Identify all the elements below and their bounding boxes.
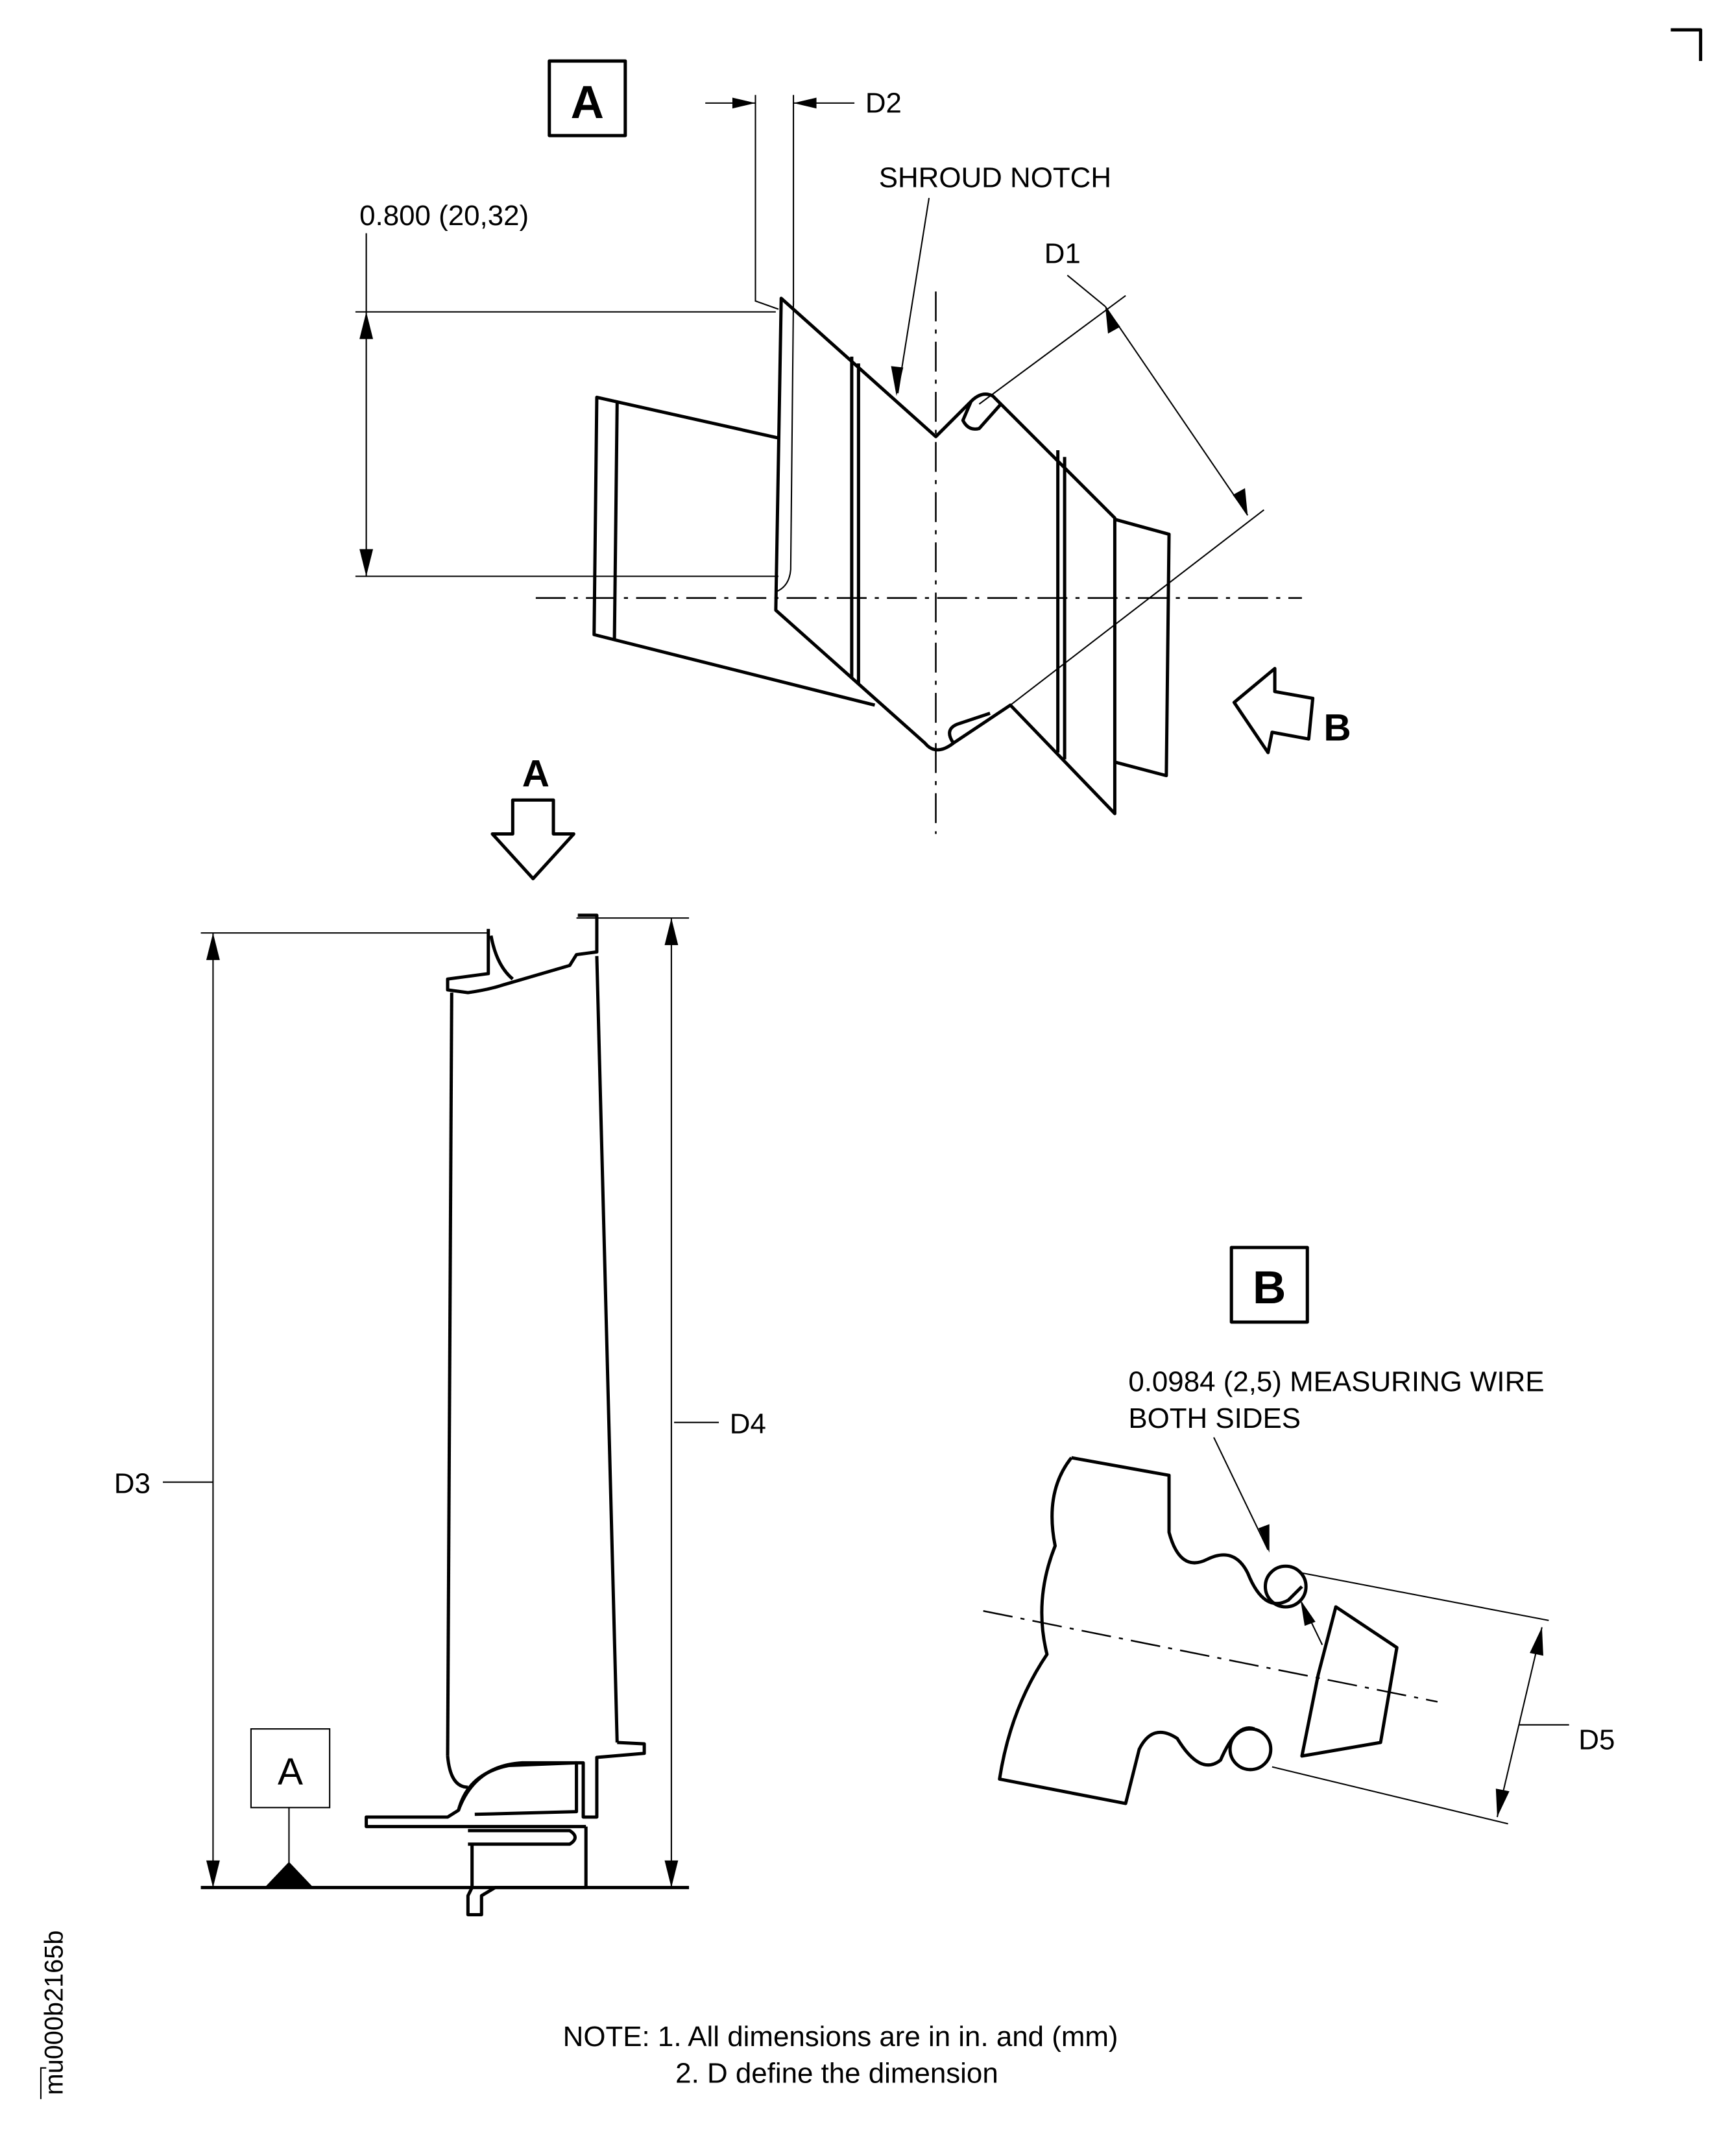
shroud-body xyxy=(774,296,1116,815)
dimension-d1-label: D1 xyxy=(1044,238,1081,270)
platform-pocket xyxy=(457,1761,579,1816)
dimension-d1-line xyxy=(1104,306,1249,516)
arrowhead xyxy=(664,918,679,945)
blade-trailing-edge xyxy=(595,956,619,1743)
dimension-d2-label: D2 xyxy=(865,87,902,119)
blade-root xyxy=(466,1826,588,1916)
blade-shroud xyxy=(446,913,599,994)
arrowhead xyxy=(359,311,374,339)
tab-inner-edge xyxy=(612,402,619,639)
view-a-label: A xyxy=(571,77,604,128)
arrowhead xyxy=(1233,488,1248,516)
datum-triangle-icon xyxy=(264,1861,314,1888)
shroud-inner-fillet xyxy=(777,301,795,592)
dimension-0800-label: 0.800 (20,32) xyxy=(359,200,529,232)
arrowhead xyxy=(1258,1524,1270,1553)
slot-lower-profile xyxy=(998,1456,1255,1805)
view-b: B 0.0984 (2,5) MEASURING WIRE BOTH SIDES… xyxy=(983,1246,1615,1825)
extension-line xyxy=(978,295,1126,405)
arrowhead xyxy=(664,1860,679,1888)
datum-a-label: A xyxy=(278,1751,303,1793)
view-a: A 0.800 (20,32) D2 SHROUD NOTCH xyxy=(355,59,1351,834)
measuring-wire-upper xyxy=(1263,1564,1308,1609)
view-a-arrow-label: A xyxy=(522,753,549,795)
wire-note-line2: BOTH SIDES xyxy=(1128,1403,1301,1434)
arrowhead xyxy=(1530,1627,1543,1656)
shroud-notch-label: SHROUD NOTCH xyxy=(879,162,1111,193)
view-a-direction-arrow-icon xyxy=(490,798,575,881)
corner-mark-top-right xyxy=(1670,28,1702,62)
extension-line xyxy=(1009,509,1264,706)
slot-upper-profile xyxy=(1071,1456,1303,1606)
arrowhead xyxy=(359,549,374,577)
blade-root-section xyxy=(1300,1605,1399,1758)
dimension-d4-label: D4 xyxy=(730,1408,766,1440)
leader-line xyxy=(1213,1437,1269,1550)
blade-view: A D3 D4 A xyxy=(114,753,766,1916)
measuring-wire-lower xyxy=(1228,1727,1273,1772)
corner-mark-bottom-left xyxy=(40,2067,47,2099)
shroud-right-plate xyxy=(1114,518,1171,778)
arrowhead xyxy=(1105,306,1120,334)
dimension-d3-label: D3 xyxy=(114,1467,151,1499)
root-slot xyxy=(468,1829,577,1846)
figure-id: mu000b2165b xyxy=(40,1931,68,2095)
platform-fillet xyxy=(446,1755,468,1789)
view-b-arrow-label: B xyxy=(1323,706,1351,749)
view-a-label-box xyxy=(548,59,627,138)
leader-line xyxy=(1067,274,1106,307)
notch-pocket-top xyxy=(961,400,1002,431)
arrowhead xyxy=(206,1860,220,1888)
view-b-direction-arrow-icon xyxy=(1232,666,1315,754)
extension-line xyxy=(1301,1572,1549,1621)
extension-line xyxy=(1272,1766,1508,1825)
notch-pocket-bottom xyxy=(948,712,991,744)
view-b-centerline xyxy=(983,1610,1438,1703)
shroud-fin xyxy=(489,935,514,981)
arrowhead xyxy=(793,97,817,109)
dimension-d5-line xyxy=(1496,1627,1543,1818)
extension-line xyxy=(754,95,779,310)
note-line-1: NOTE: 1. All dimensions are in in. and (… xyxy=(563,2021,1118,2053)
arrowhead xyxy=(1300,1600,1316,1626)
arrowhead xyxy=(1495,1789,1510,1817)
view-b-label: B xyxy=(1253,1262,1286,1314)
arrowhead xyxy=(732,97,756,109)
wire-note-line1: 0.0984 (2,5) MEASURING WIRE xyxy=(1128,1366,1544,1398)
leader-line xyxy=(897,198,930,394)
shroud-left-tab xyxy=(592,395,876,707)
datum-a-box xyxy=(250,1728,331,1809)
dimension-d5-label: D5 xyxy=(1578,1724,1615,1755)
blade-leading-edge xyxy=(446,993,453,1756)
note-line-2: 2. D define the dimension xyxy=(675,2058,998,2090)
arrowhead xyxy=(891,366,904,396)
arrowhead xyxy=(206,933,220,960)
view-b-label-box xyxy=(1229,1246,1309,1324)
